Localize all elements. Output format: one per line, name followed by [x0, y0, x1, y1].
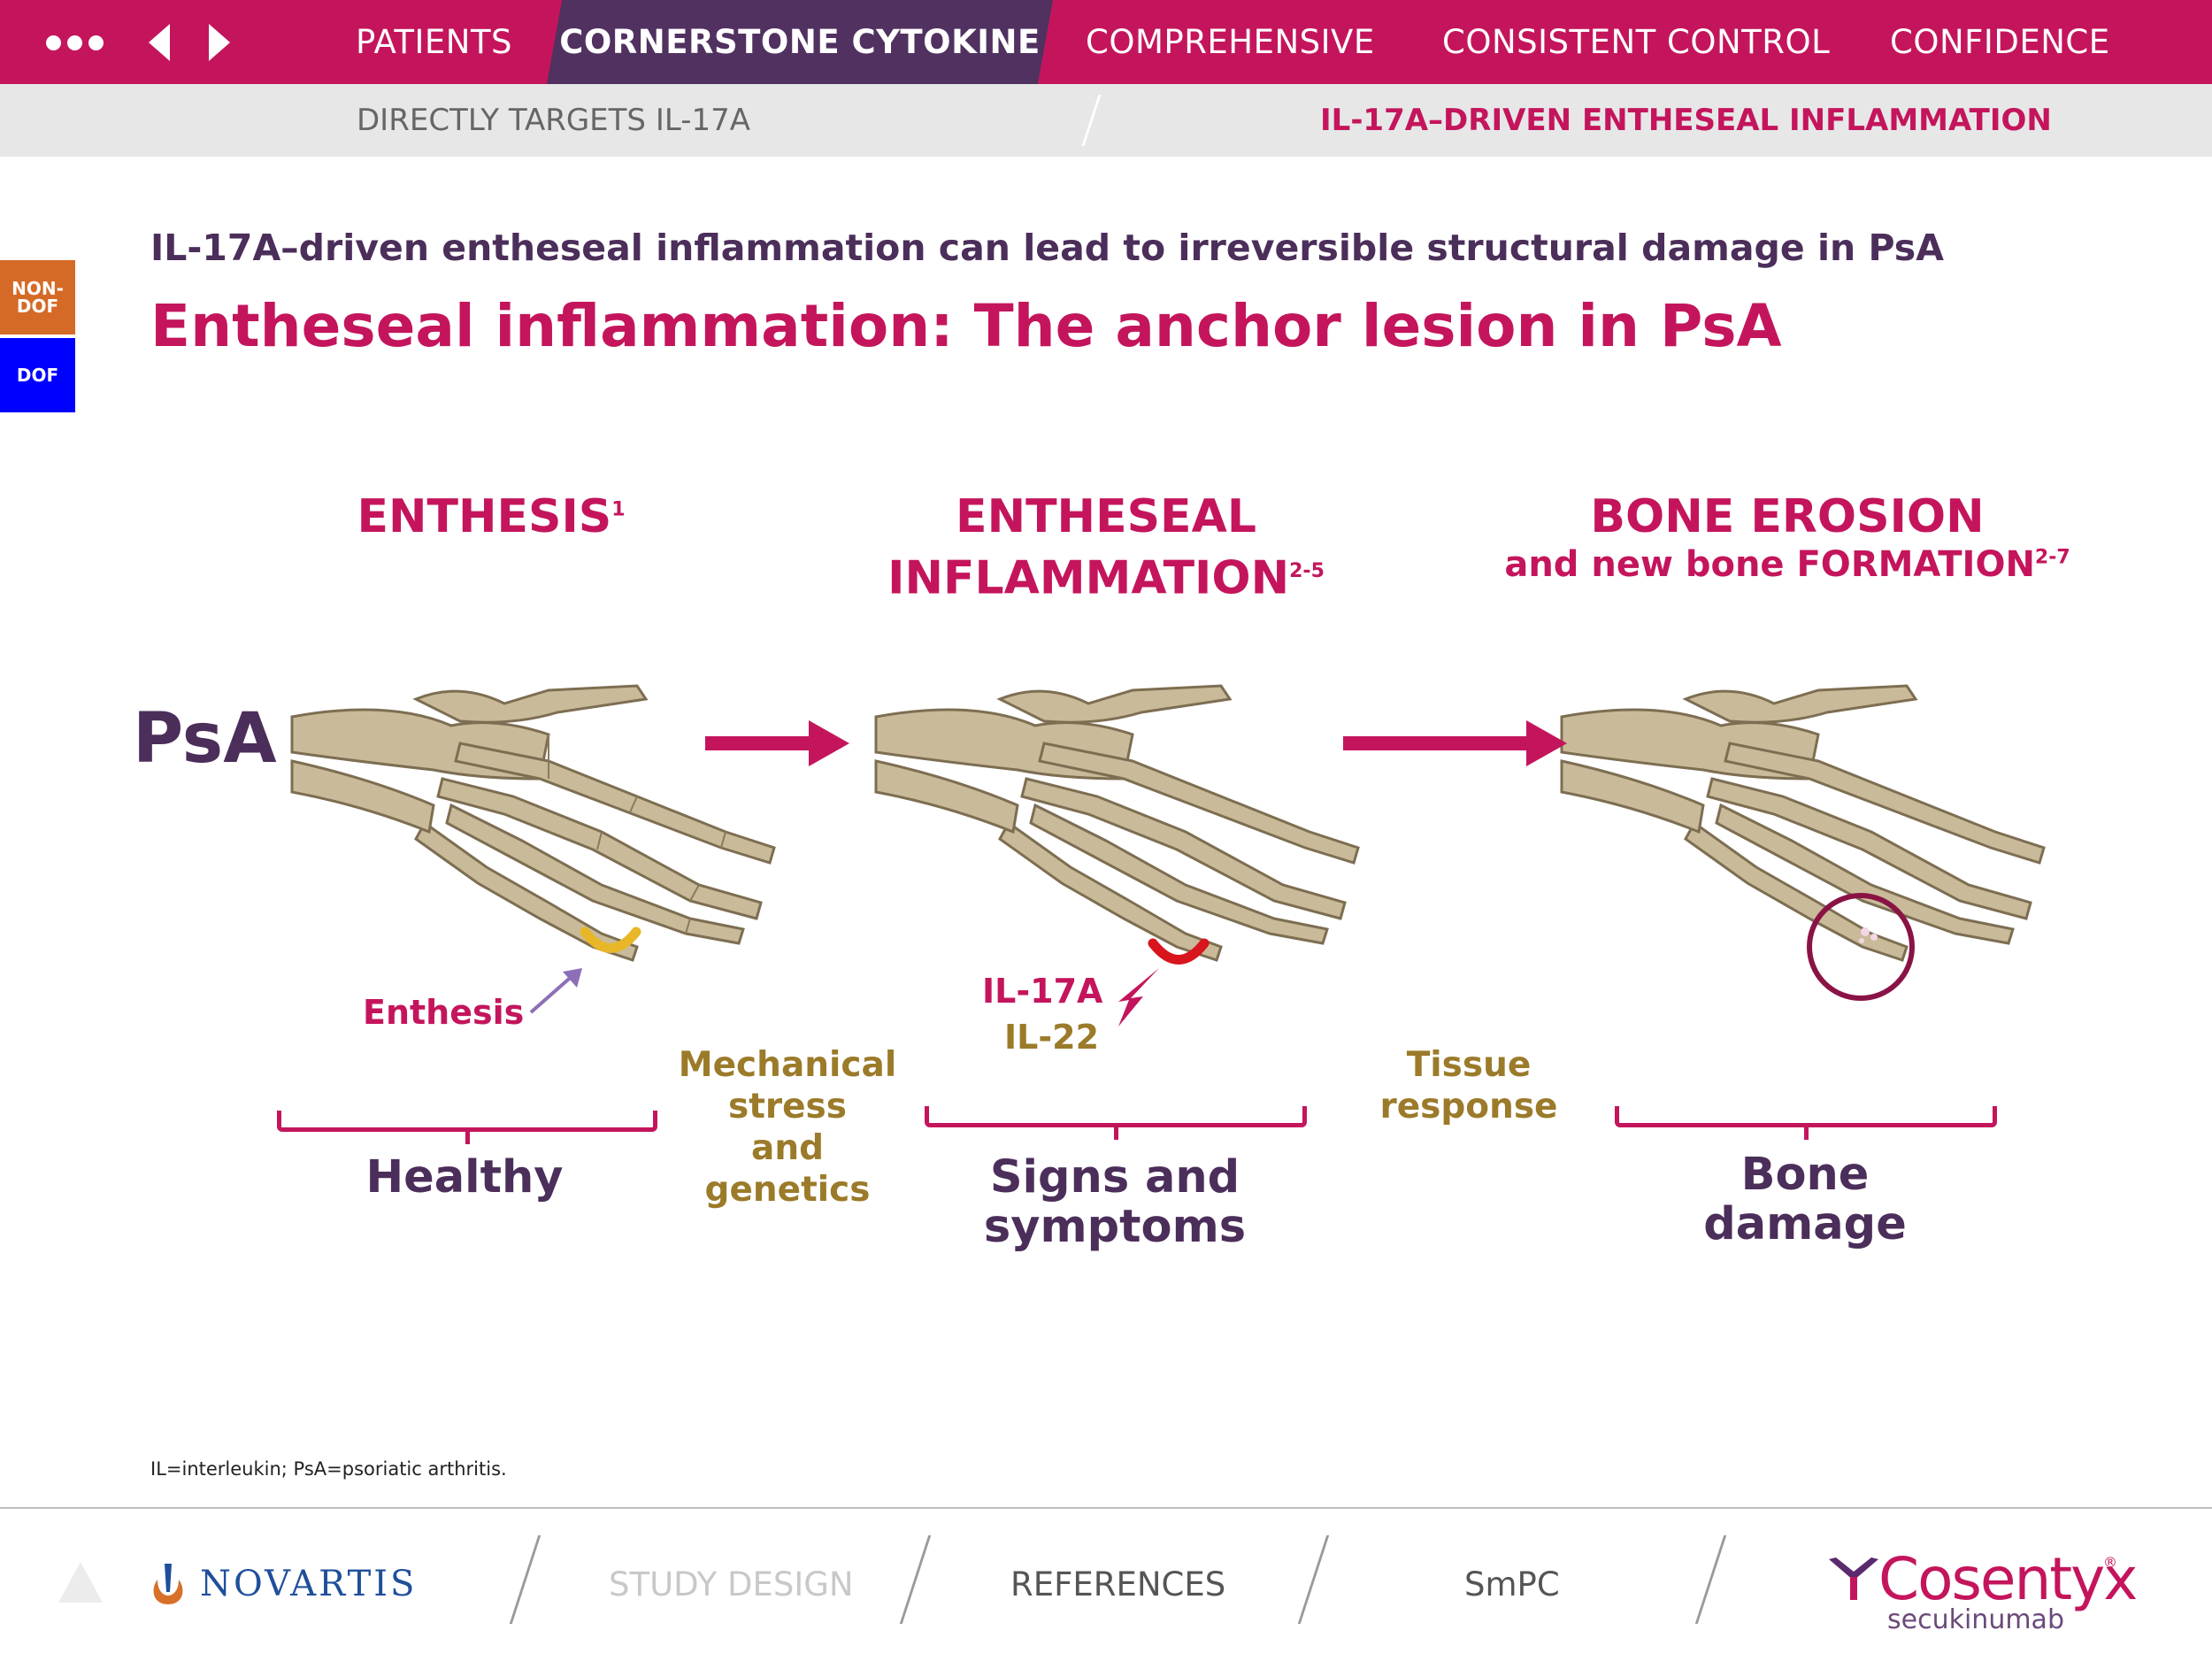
progression-arrowhead-2 [1526, 720, 1567, 766]
triangle-right-icon[interactable] [209, 24, 230, 61]
enthesis-marker [580, 927, 641, 953]
il17a-label: IL-17A [982, 972, 1103, 1011]
triangle-left-icon[interactable] [149, 24, 170, 61]
tab-consistent-control[interactable]: CONSISTENT CONTROL [1442, 23, 1831, 61]
bottom-bar: NOVARTIS STUDY DESIGN REFERENCES SmPC Co… [0, 1507, 2212, 1659]
inflammation-marker [1148, 938, 1210, 965]
tab-comprehensive[interactable]: COMPREHENSIVE [1086, 23, 1375, 61]
cosentyx-mark-icon [1829, 1557, 1878, 1600]
home-triangle-icon[interactable] [58, 1562, 103, 1603]
progression-arrow-2 [1343, 736, 1529, 750]
sub-navigation-bar: DIRECTLY TARGETS IL-17A IL-17A–DRIVEN EN… [0, 84, 2212, 157]
tab-patients[interactable]: PATIENTS [356, 23, 513, 61]
study-design-link[interactable]: STUDY DESIGN [609, 1565, 854, 1603]
cosentyx-registered-mark: ® [2103, 1554, 2117, 1571]
cosentyx-wordmark: Cosentyx [1878, 1545, 2138, 1613]
tab-confidence[interactable]: CONFIDENCE [1890, 23, 2110, 61]
il22-label: IL-22 [1004, 1018, 1100, 1057]
bottom-divider-3 [1297, 1535, 1330, 1624]
stage-bone-erosion-title: BONE EROSION and new bone FORMATION2-7 [1504, 490, 2070, 585]
lightning-bolt-icon [1118, 968, 1159, 1027]
psa-row-label: PsA [133, 699, 277, 779]
novartis-logo: NOVARTIS [149, 1562, 417, 1606]
references-link[interactable]: REFERENCES [1010, 1565, 1226, 1603]
enthesis-pointer-arrow-icon [529, 968, 582, 1014]
bracket-bone-damage [1615, 1106, 1997, 1140]
stage-enthesis-title: ENTHESIS1 [357, 490, 626, 543]
bone-erosion-circle-marker [1807, 893, 1915, 1001]
cosentyx-logo: Cosentyx ® secukinumab [1827, 1549, 2138, 1637]
novartis-wordmark: NOVARTIS [200, 1564, 418, 1604]
hand-skeleton-inflamed-image [874, 684, 1360, 962]
enthesis-label: Enthesis [363, 993, 525, 1032]
hand-skeleton-healthy-image [290, 684, 776, 962]
non-dof-tab[interactable]: NON- DOF [0, 260, 75, 335]
outcome-healthy: Healthy [365, 1151, 564, 1203]
hand-skeleton-bone-erosion-image [1560, 684, 2046, 962]
page-title: Entheseal inflammation: The anchor lesio… [150, 292, 1782, 360]
bracket-signs-symptoms [925, 1106, 1307, 1140]
footnote: IL=interleukin; PsA=psoriatic arthritis. [150, 1458, 507, 1480]
novartis-flame-icon [153, 1564, 183, 1604]
subnav-divider [1081, 95, 1102, 146]
stage-entheseal-inflammation-title: ENTHESEAL INFLAMMATION2-5 [887, 490, 1325, 605]
bottom-divider-1 [509, 1535, 541, 1624]
subtab-entheseal-inflammation[interactable]: IL-17A–DRIVEN ENTHESEAL INFLAMMATION [1320, 103, 2052, 138]
bottom-divider-4 [1694, 1535, 1727, 1624]
top-navigation-bar: PATIENTS CORNERSTONE CYTOKINE COMPREHENS… [0, 0, 2212, 84]
bottom-divider-2 [899, 1535, 932, 1624]
dof-tab[interactable]: DOF [0, 338, 75, 412]
smpc-link[interactable]: SmPC [1464, 1565, 1560, 1603]
page-subheading: IL-17A–driven entheseal inflammation can… [150, 227, 1944, 269]
cosentyx-generic-name: secukinumab [1887, 1604, 2064, 1635]
subtab-directly-targets[interactable]: DIRECTLY TARGETS IL-17A [357, 103, 750, 138]
progression-arrowhead-1 [809, 720, 849, 766]
bracket-healthy [277, 1111, 657, 1144]
more-dots-icon[interactable] [46, 35, 108, 53]
progression-arrow-1 [705, 736, 811, 750]
tab-cornerstone-cytokine[interactable]: CORNERSTONE CYTOKINE [547, 0, 1053, 84]
